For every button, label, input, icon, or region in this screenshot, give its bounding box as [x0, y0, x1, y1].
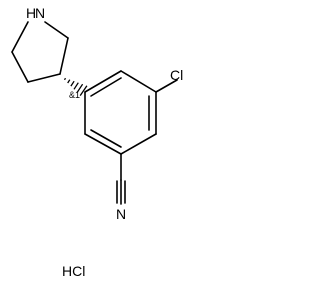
bond-c4-c5	[11, 51, 29, 83]
ring-bond-1	[84, 70, 122, 93]
nitrile-group	[116, 153, 126, 205]
stereo-label: &1	[69, 90, 80, 100]
bond-c2-c3	[59, 37, 69, 75]
salt-label: HCl	[62, 263, 85, 279]
bond-c3-c4	[27, 73, 61, 83]
ring-bond-2	[120, 70, 157, 93]
benzene-ring	[84, 70, 157, 155]
ring-bond-5	[84, 133, 122, 155]
structure-diagram: H N &1 Cl N HCl	[11, 5, 183, 279]
ring-bond-4	[120, 133, 157, 155]
ring-bond-1-inner	[90, 77, 122, 97]
amine-h-label: H	[26, 5, 36, 21]
amine-n-label: N	[35, 5, 45, 21]
ring-bond-5-inner	[90, 129, 122, 148]
nitrile-n-label: N	[116, 206, 126, 222]
chlorine-label: Cl	[170, 67, 183, 83]
hashed-wedge-bond	[63, 77, 88, 96]
bond-c5-n	[11, 21, 29, 53]
bond-n-c2	[44, 21, 69, 39]
pyrrolidine-ring	[11, 21, 69, 83]
bond-c-cl	[155, 79, 178, 93]
